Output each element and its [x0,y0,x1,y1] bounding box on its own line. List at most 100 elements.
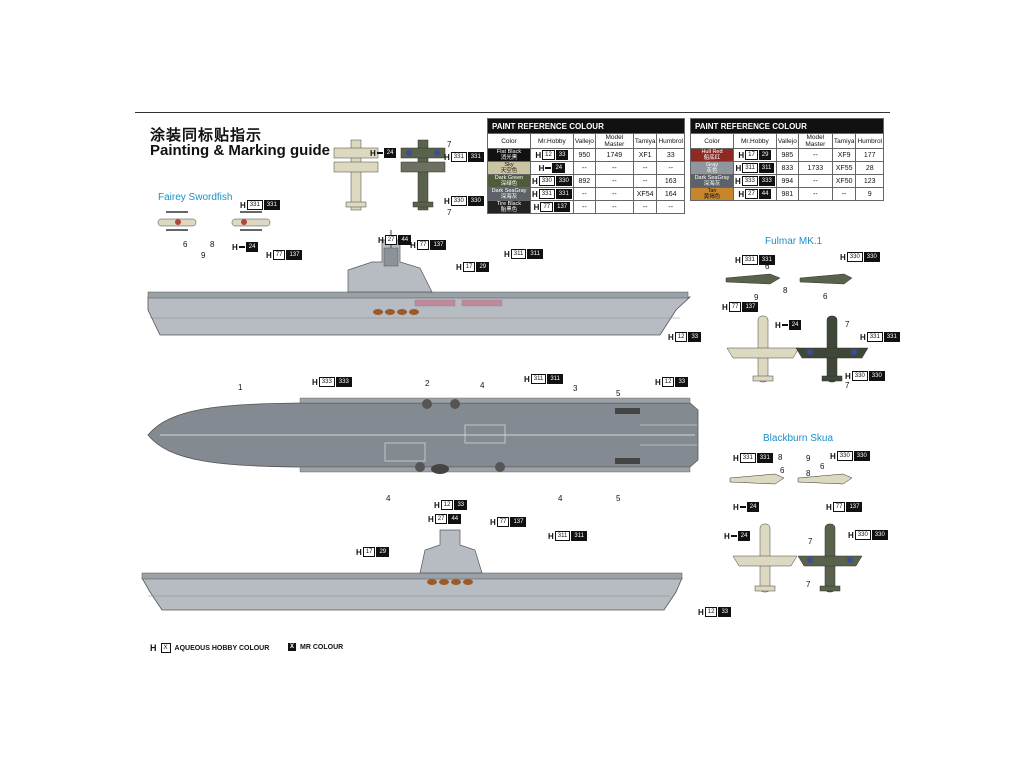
skua-views [729,473,863,593]
swordfish-title: Fairey Swordfish [158,192,233,203]
color-name-cn: 胎黑色 [500,207,518,213]
marker-7: 7 [806,580,811,589]
marker-6: 6 [820,462,825,471]
marker-4: 4 [480,381,485,390]
marker-6: 6 [780,466,785,475]
swordfish-plan-views [333,139,446,211]
marker-8: 8 [783,286,788,295]
legend-mr: X MR COLOUR [288,643,344,651]
marker-6: 6 [183,240,188,249]
table-cell-vallejo: -- [572,200,596,214]
marker-6: 6 [823,292,828,301]
table-header: Mr.Hobby [530,133,574,149]
legend-aqueous: H X AQUEOUS HOBBY COLOUR [150,643,270,653]
color-name: Dark SeaGray [694,175,730,181]
table-header: Humbrol [855,133,884,149]
table-cell-mm: -- [797,187,833,201]
color-name-cn: 深绿色 [500,181,518,187]
marker-1: 1 [238,383,243,392]
marker-7: 7 [808,537,813,546]
color-name: Hull Red [701,149,723,155]
table-caption: PAINT REFERENCE COLOUR [690,118,884,134]
color-name: Gray [706,162,718,168]
ship-side-view-top [147,230,692,336]
color-name: Dark SeaGray [491,188,527,194]
table-header: Vallejo [572,133,596,149]
marker-6: 6 [765,262,770,271]
color-name-cn: 船底红 [703,155,721,161]
marker-4: 4 [558,494,563,503]
table-cell-vallejo: 994 [775,174,799,188]
fulmar-views [725,273,869,383]
color-name-cn: 深海灰 [703,181,721,187]
skua-title: Blackburn Skua [763,433,834,444]
ship-side-view-bottom [141,529,683,611]
marker-9: 9 [754,293,759,302]
table-cell-mm: -- [594,200,634,214]
table-header: Color [487,133,531,149]
table-cell-humbrol: -- [656,200,685,214]
top-rule [135,112,890,113]
page-title: Painting & Marking guide [150,142,331,159]
color-name: Dark Green [494,175,524,181]
marker-5: 5 [616,494,621,503]
marker-7: 7 [447,208,452,217]
table-header: Humbrol [656,133,685,149]
color-name-cn: 灰色 [706,168,718,174]
ship-deck-plan-view [147,397,699,474]
color-name: Flat Black [496,149,522,155]
marker-8: 8 [806,469,811,478]
table-cell-humbrol: -- [656,161,685,175]
table-caption: PAINT REFERENCE COLOUR [487,118,685,134]
fulmar-title: Fulmar MK.1 [765,236,823,247]
color-name-cn: 消光黑 [500,155,518,161]
color-name-cn: 黄褐色 [703,194,721,200]
table-cell-humbrol: 9 [855,187,884,201]
marker-9: 9 [806,454,811,463]
color-name-cn: 深海灰 [500,194,518,200]
marker-5: 5 [616,389,621,398]
marker-9: 9 [201,251,206,260]
